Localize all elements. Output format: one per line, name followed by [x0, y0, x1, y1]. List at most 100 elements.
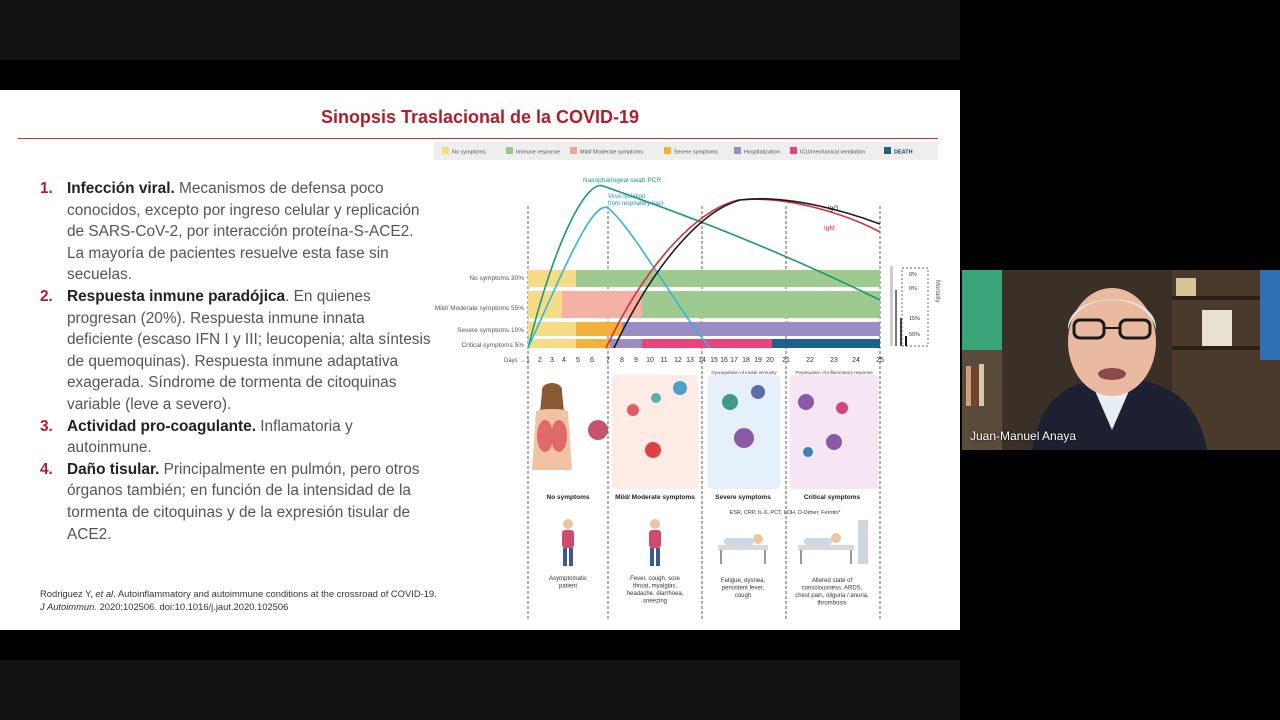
body-illustration — [532, 383, 608, 470]
row-labels: No symptoms 30% Mild/ Moderate symptoms … — [435, 275, 524, 349]
bullet-number: 3. — [40, 417, 53, 435]
legend-label: ICU/mechanical ventilation — [800, 150, 865, 156]
cell-icon — [751, 385, 765, 399]
mortality-frame — [901, 267, 929, 347]
legend-swatch — [664, 147, 671, 154]
day-tick-label: 14 — [698, 357, 706, 364]
bed-blanket — [724, 538, 754, 545]
legend-label: Severe symptoms — [674, 150, 718, 156]
band-severe-early — [528, 322, 576, 336]
day-tick-label: 5 — [576, 357, 580, 364]
bullet-number: 4. — [40, 460, 53, 478]
legend-label: Immune response — [516, 150, 560, 156]
row-label: No symptoms 30% — [469, 275, 524, 282]
band-mild-immune — [642, 291, 880, 318]
bullet-item: 1.Infección viral. Mecanismos de defensa… — [40, 178, 432, 286]
day-tick-label: 9 — [634, 357, 638, 364]
day-tick-label: 19 — [754, 357, 762, 364]
bed-leg — [850, 550, 852, 564]
mortality-panel: 0% 0% 15% 50% Mortality — [890, 266, 940, 347]
legend-swatch — [884, 147, 891, 154]
participant-name-label: Juan-Manuel Anaya — [970, 429, 1077, 443]
legend-swatch — [442, 147, 449, 154]
lab-markers: ESR, CRP, IL-6, PCT, LDH, D-Dimer, Ferri… — [730, 510, 842, 516]
cell-icon — [645, 442, 661, 458]
bullet-number: 2. — [40, 287, 53, 305]
panel-caption: Dysregulation of innate immunity — [711, 370, 777, 375]
cell-icon — [826, 434, 842, 450]
bullet-item: 3.Actividad pro-coagulante. Inflamatoria… — [40, 416, 432, 459]
speaker-jacket — [1032, 378, 1207, 450]
day-tick-label: 11 — [660, 357, 667, 364]
cell-icons — [627, 381, 848, 458]
day-tick-label: 8 — [620, 357, 624, 364]
cell-icon — [836, 402, 848, 414]
bullet-heading: Infección viral. — [67, 180, 175, 197]
icu-bed — [798, 545, 854, 550]
book — [979, 364, 984, 406]
title-divider — [18, 138, 938, 139]
legend-bar — [434, 142, 938, 160]
legend-swatch — [506, 147, 513, 154]
day-tick-label: 23 — [830, 357, 838, 364]
bed-leg — [720, 550, 722, 564]
bullet-item: 2.Respuesta inmune paradójica. En quiene… — [40, 286, 432, 416]
day-tick-label: 3 — [550, 357, 554, 364]
citation-doi: 2020;102506. doi:10.1016/j.jaut.2020.102… — [96, 601, 289, 612]
day-tick-label: 15 — [710, 357, 718, 364]
pcr-label: Nasopharingeal swab PCR — [583, 177, 661, 184]
book — [973, 370, 977, 406]
curves — [527, 184, 881, 349]
day-tick-label: 7 — [606, 357, 610, 364]
legend-label: Mild/ Moderate symptoms — [580, 150, 643, 156]
day-tick-label: 13 — [686, 357, 694, 364]
day-tick-label: 4 — [562, 357, 566, 364]
bottom-letterbox-bar — [0, 660, 960, 720]
symptom-bands — [528, 270, 880, 348]
symptom-text: Fatigue, dysnea,persistent fever,cough — [721, 578, 766, 599]
bed-leg — [800, 550, 802, 564]
day-tick-label: 20 — [766, 357, 774, 364]
cell-icon — [734, 428, 754, 448]
covid-timeline-figure: No symptoms Immune response Mild/ Moderate… — [434, 142, 940, 620]
bullet-heading: Respuesta inmune paradójica — [67, 287, 286, 305]
bed-blanket — [804, 538, 832, 545]
band-critical-death — [772, 339, 880, 348]
slide-title: Sinopsis Traslacional de la COVID-19 — [320, 107, 640, 127]
participant-video[interactable]: Juan-Manuel Anaya — [962, 270, 1280, 450]
day-tick-label: 22 — [806, 357, 814, 364]
patient-figures — [562, 519, 868, 566]
cell-icon — [627, 404, 639, 416]
day-tick-label: 1 — [526, 357, 530, 364]
legend-label: No symptoms — [452, 150, 486, 156]
cell-icon — [798, 394, 814, 410]
bullet-heading: Daño tisular. — [67, 460, 160, 478]
patient-leg — [569, 548, 573, 566]
bullet-item: 4. Daño tisular. Principalmente en pulmón… — [40, 459, 432, 545]
band-critical-hospital — [610, 339, 642, 348]
book — [1202, 310, 1232, 346]
stage-title: Critical symptoms — [804, 494, 861, 501]
cell-icon — [722, 394, 738, 410]
ventilator-machine — [858, 520, 868, 564]
mortality-bar — [905, 336, 907, 346]
bullet-body: Mecanismos de defensa poco conocidos, ex… — [67, 180, 420, 284]
book — [1176, 278, 1196, 296]
igg-curve — [613, 198, 881, 349]
alveolus-circle — [588, 420, 608, 440]
shelf-board — [1172, 346, 1280, 350]
legend: No symptoms Immune response Mild/ Moderate… — [442, 147, 913, 156]
isolation-label-1: Virus isolation — [608, 194, 645, 200]
legend-label: Hospitalization — [744, 150, 780, 156]
bullet-body: Principalmente en pulmón, pero otros órg… — [67, 460, 420, 543]
patient-body — [649, 530, 661, 548]
band-critical-severe — [576, 339, 610, 348]
day-tick-label: 6 — [590, 357, 594, 364]
cell-icon — [803, 447, 813, 457]
lung-right — [551, 420, 567, 452]
cell-icon — [651, 393, 661, 403]
